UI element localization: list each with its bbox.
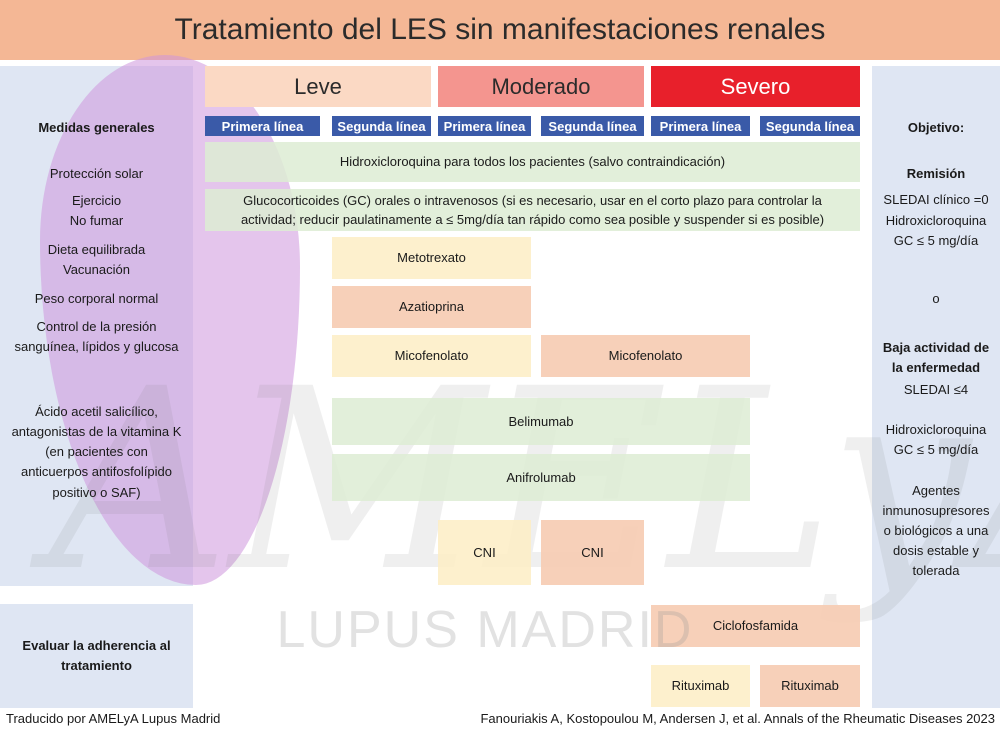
- leve-segunda-linea: Segunda línea: [332, 116, 431, 136]
- left-item-presion: Control de la presión sanguínea, lípidos…: [14, 319, 179, 355]
- left-adherence-panel: [0, 604, 193, 708]
- cell-hidroxicloroquina: Hidroxicloroquina para todos los pacient…: [205, 142, 860, 182]
- cell-cni-severo: CNI: [541, 520, 644, 585]
- watermark-brand-text: LUPUS MADRID: [276, 601, 694, 659]
- right-low-activity-items: SLEDAI ≤4 Hidroxicloroquina GC ≤ 5 mg/dí…: [882, 382, 990, 579]
- left-item-ejercicio: Ejercicio No fumar: [69, 193, 124, 229]
- cell-cni-moderado: CNI: [438, 520, 531, 585]
- leve-primera-linea: Primera línea: [205, 116, 320, 136]
- cell-belimumab: Belimumab: [332, 398, 750, 445]
- cell-anifrolumab: Anifrolumab: [332, 454, 750, 501]
- cell-azatioprina: Azatioprina: [332, 286, 531, 328]
- left-header: Medidas generales: [38, 120, 155, 135]
- cell-rituximab-segunda: Rituximab: [760, 665, 860, 707]
- cell-metotrexato: Metotrexato: [332, 237, 531, 279]
- right-remission-title: Remisión: [906, 166, 966, 181]
- footer-citation: Fanouriakis A, Kostopoulou M, Andersen J…: [480, 711, 995, 726]
- title-bar: Tratamiento del LES sin manifestaciones …: [0, 0, 1000, 60]
- right-remission-items: SLEDAI clínico =0 Hidroxicloroquina GC ≤…: [883, 192, 989, 249]
- severo-primera-linea: Primera línea: [651, 116, 750, 136]
- left-adherence: Evaluar la adherencia al tratamiento: [22, 638, 171, 674]
- cell-micofenolato-moderado: Micofenolato: [332, 335, 531, 377]
- severity-moderado: Moderado: [438, 66, 644, 107]
- right-panel: [872, 66, 1000, 708]
- left-item-peso: Peso corporal normal: [34, 291, 159, 306]
- right-or: o: [932, 291, 940, 306]
- left-item-acido-acetil: Ácido acetil salicílico, antagonistas de…: [11, 404, 182, 500]
- left-item-dieta: Dieta equilibrada Vacunación: [47, 242, 146, 278]
- cell-ciclofosfamida: Ciclofosfamida: [651, 605, 860, 647]
- cell-rituximab-primera: Rituximab: [651, 665, 750, 707]
- right-low-activity-title: Baja actividad de la enfermedad: [882, 340, 990, 376]
- cell-micofenolato-severo: Micofenolato: [541, 335, 750, 377]
- severo-segunda-linea: Segunda línea: [760, 116, 860, 136]
- page-title: Tratamiento del LES sin manifestaciones …: [174, 13, 826, 46]
- moderado-primera-linea: Primera línea: [438, 116, 531, 136]
- cell-glucocorticoides: Glucocorticoides (GC) orales o intraveno…: [205, 189, 860, 231]
- severity-severo: Severo: [651, 66, 860, 107]
- right-header: Objetivo:: [907, 120, 965, 135]
- footer-translation-credit: Traducido por AMELyA Lupus Madrid: [6, 711, 221, 726]
- severity-leve: Leve: [205, 66, 431, 107]
- moderado-segunda-linea: Segunda línea: [541, 116, 644, 136]
- left-item-proteccion-solar: Protección solar: [49, 166, 144, 181]
